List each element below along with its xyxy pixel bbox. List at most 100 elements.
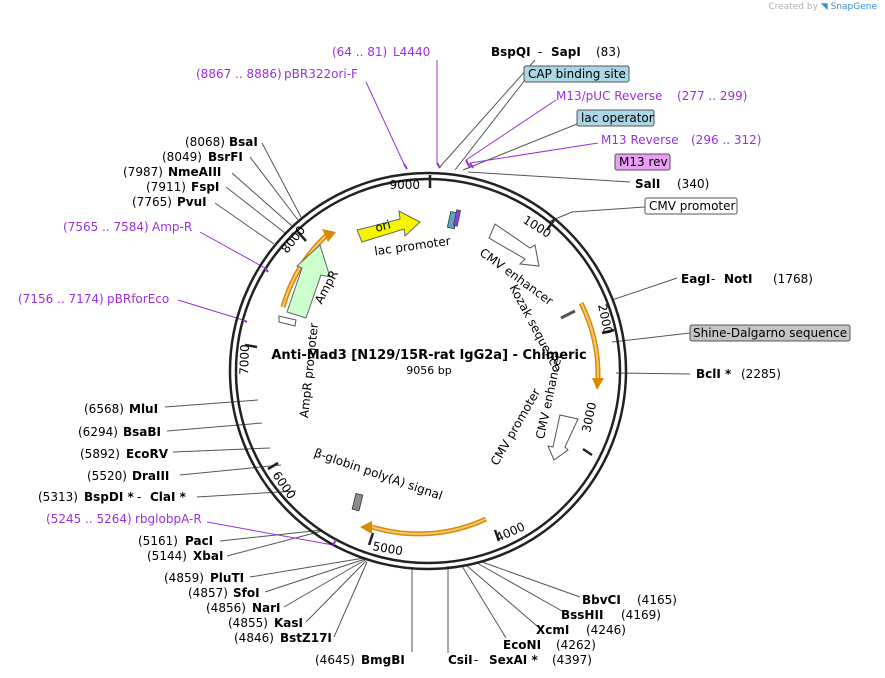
leader-bsshii (476, 562, 563, 612)
tick-label-1000: 1000 (520, 213, 553, 241)
tick-6000 (267, 461, 279, 471)
site-bcli-pos: (2285) (741, 367, 781, 381)
site-eagi-name: EagI (681, 272, 710, 286)
leader-econi (461, 565, 507, 639)
site-nmeaiii-name: NmeAIII (168, 165, 221, 179)
leader-ecorv (172, 447, 271, 453)
primer-m13reverse-range: (296 .. 312) (691, 133, 761, 147)
leader-draiii (179, 464, 282, 476)
snapgene-watermark: Created by ◥ SnapGene (768, 2, 877, 12)
m13-rev-box (614, 153, 671, 171)
site-paci-name: PacI (185, 534, 213, 548)
ampr-promoter-label: AmpR promoter (297, 322, 321, 418)
backbone-inner (234, 177, 622, 565)
orf-arc-right (578, 301, 601, 379)
site-bsshii-name: BssHII (561, 608, 603, 622)
primer-rbglobpa-range: (5245 .. 5264) (46, 512, 132, 526)
site-eagi-pos: (1768) (773, 272, 813, 286)
site-bsai-name: BsaI (229, 135, 258, 149)
snapgene-logo-icon: ◥ (820, 2, 828, 12)
site-pvui-pos: (7765) (132, 195, 172, 209)
beta-globin-label: β-globin poly(A) signal (312, 446, 444, 503)
site-bsai-pos: (8068) (185, 135, 225, 149)
cmv-enhancer-1-arrow (488, 223, 540, 267)
site-bbvci-name: BbvCI (582, 593, 621, 607)
tick-marks (244, 175, 615, 546)
leader-bstz17i (333, 561, 368, 638)
site-sexai-name: SexAI * (489, 653, 538, 667)
leader-lacop (462, 123, 578, 171)
shine-dalgarno-label: Shine-Dalgarno sequence (693, 326, 847, 340)
site-xbai-name: XbaI (193, 549, 223, 563)
leader-bsabi (166, 422, 263, 432)
primer-marker-pbrforeco (242, 319, 248, 323)
site-nari-name: NarI (252, 601, 281, 615)
leader-pvui (214, 202, 275, 245)
watermark-brand: SnapGene (830, 2, 877, 12)
leader-pbr322ori (365, 81, 405, 165)
site-bsrfi-pos: (8049) (162, 150, 202, 164)
leader-lines (164, 59, 691, 653)
leader-nmeaiii (231, 172, 293, 227)
tick-label-3000: 3000 (579, 401, 599, 434)
site-ecorv-name: EcoRV (126, 447, 169, 461)
site-pvui-name: PvuI (177, 195, 207, 209)
site-bcli-name: BclI * (696, 367, 732, 381)
lac-operator-box (576, 109, 655, 127)
primer-marker-m13rev (469, 162, 474, 169)
leader-xbai (226, 530, 323, 557)
leader-m13reverse (469, 142, 599, 164)
tick-7000 (244, 343, 258, 349)
leader-cap (454, 79, 526, 171)
tick-label-7000: 7000 (237, 344, 252, 375)
site-bstz17i-name: BstZ17I (280, 631, 332, 645)
site-bsshii-pos: (4169) (621, 608, 661, 622)
site-bbvci-pos: (4165) (637, 593, 677, 607)
tick-5000 (367, 532, 375, 546)
leader-bsrfi (249, 156, 299, 221)
primer-marker-m13puc (465, 159, 471, 169)
lac-operator-label: lac operator (581, 111, 654, 125)
primer-marker-rbglobpa (332, 539, 337, 546)
site-sfoi-name: SfoI (233, 586, 260, 600)
site-pluti-name: PluTI (210, 571, 244, 585)
site-nari-pos: (4856) (206, 601, 246, 615)
primer-m13puc-name: M13/pUC Reverse (556, 89, 663, 103)
site-nmeaiii-pos: (7987) (123, 165, 163, 179)
primer-ampr-range: (7565 .. 7584) (63, 220, 149, 234)
site-paci-pos: (5161) (138, 534, 178, 548)
primer-m13puc-range: (277 .. 299) (677, 89, 747, 103)
site-draiii-pos: (5520) (87, 469, 127, 483)
backbone-outer (228, 171, 628, 571)
tick-label-9000: 9000 (389, 178, 420, 192)
primer-rbglobpa-name: rbglobpA-R (135, 512, 202, 526)
site-bsabi-name: BsaBI (123, 425, 161, 439)
site-bspqi-pos: (83) (596, 45, 621, 59)
site-xcmi-name: XcmI (536, 623, 569, 637)
site-bspdi-name: BspDI * (84, 490, 134, 504)
site-bspdi-pos: (5313) (38, 490, 78, 504)
leader-nari (283, 559, 366, 608)
site-xbai-pos: (5144) (147, 549, 187, 563)
leader-pluti (249, 557, 365, 578)
tick-2000 (601, 328, 615, 335)
site-bmgbi-pos: (4645) (315, 653, 355, 667)
tick-4000 (493, 529, 501, 542)
leader-fspi (225, 186, 286, 234)
site-eagi-sep: - (711, 272, 715, 286)
plasmid-name: Anti-Mad3 [N129/15R-rat IgG2a] - Chimeri… (271, 348, 586, 363)
site-econi-name: EcoNI (503, 638, 541, 652)
site-csii-name: CsiI (448, 653, 473, 667)
site-bstz17i-pos: (4846) (234, 631, 274, 645)
primer-pbrforeco-range: (7156 .. 7174) (18, 292, 104, 306)
primer-l4440-range: (64 .. 81) (332, 45, 387, 59)
site-clai-name: ClaI * (150, 490, 187, 504)
site-fspi-pos: (7911) (146, 180, 186, 194)
site-sfoi-pos: (4857) (188, 586, 228, 600)
leader-sfoi (264, 558, 366, 593)
leader-cmvprom-b (571, 206, 646, 213)
site-sapi-name: SapI (551, 45, 581, 59)
cmv-promoter-box (644, 197, 738, 215)
ori-label: ori (374, 217, 393, 235)
